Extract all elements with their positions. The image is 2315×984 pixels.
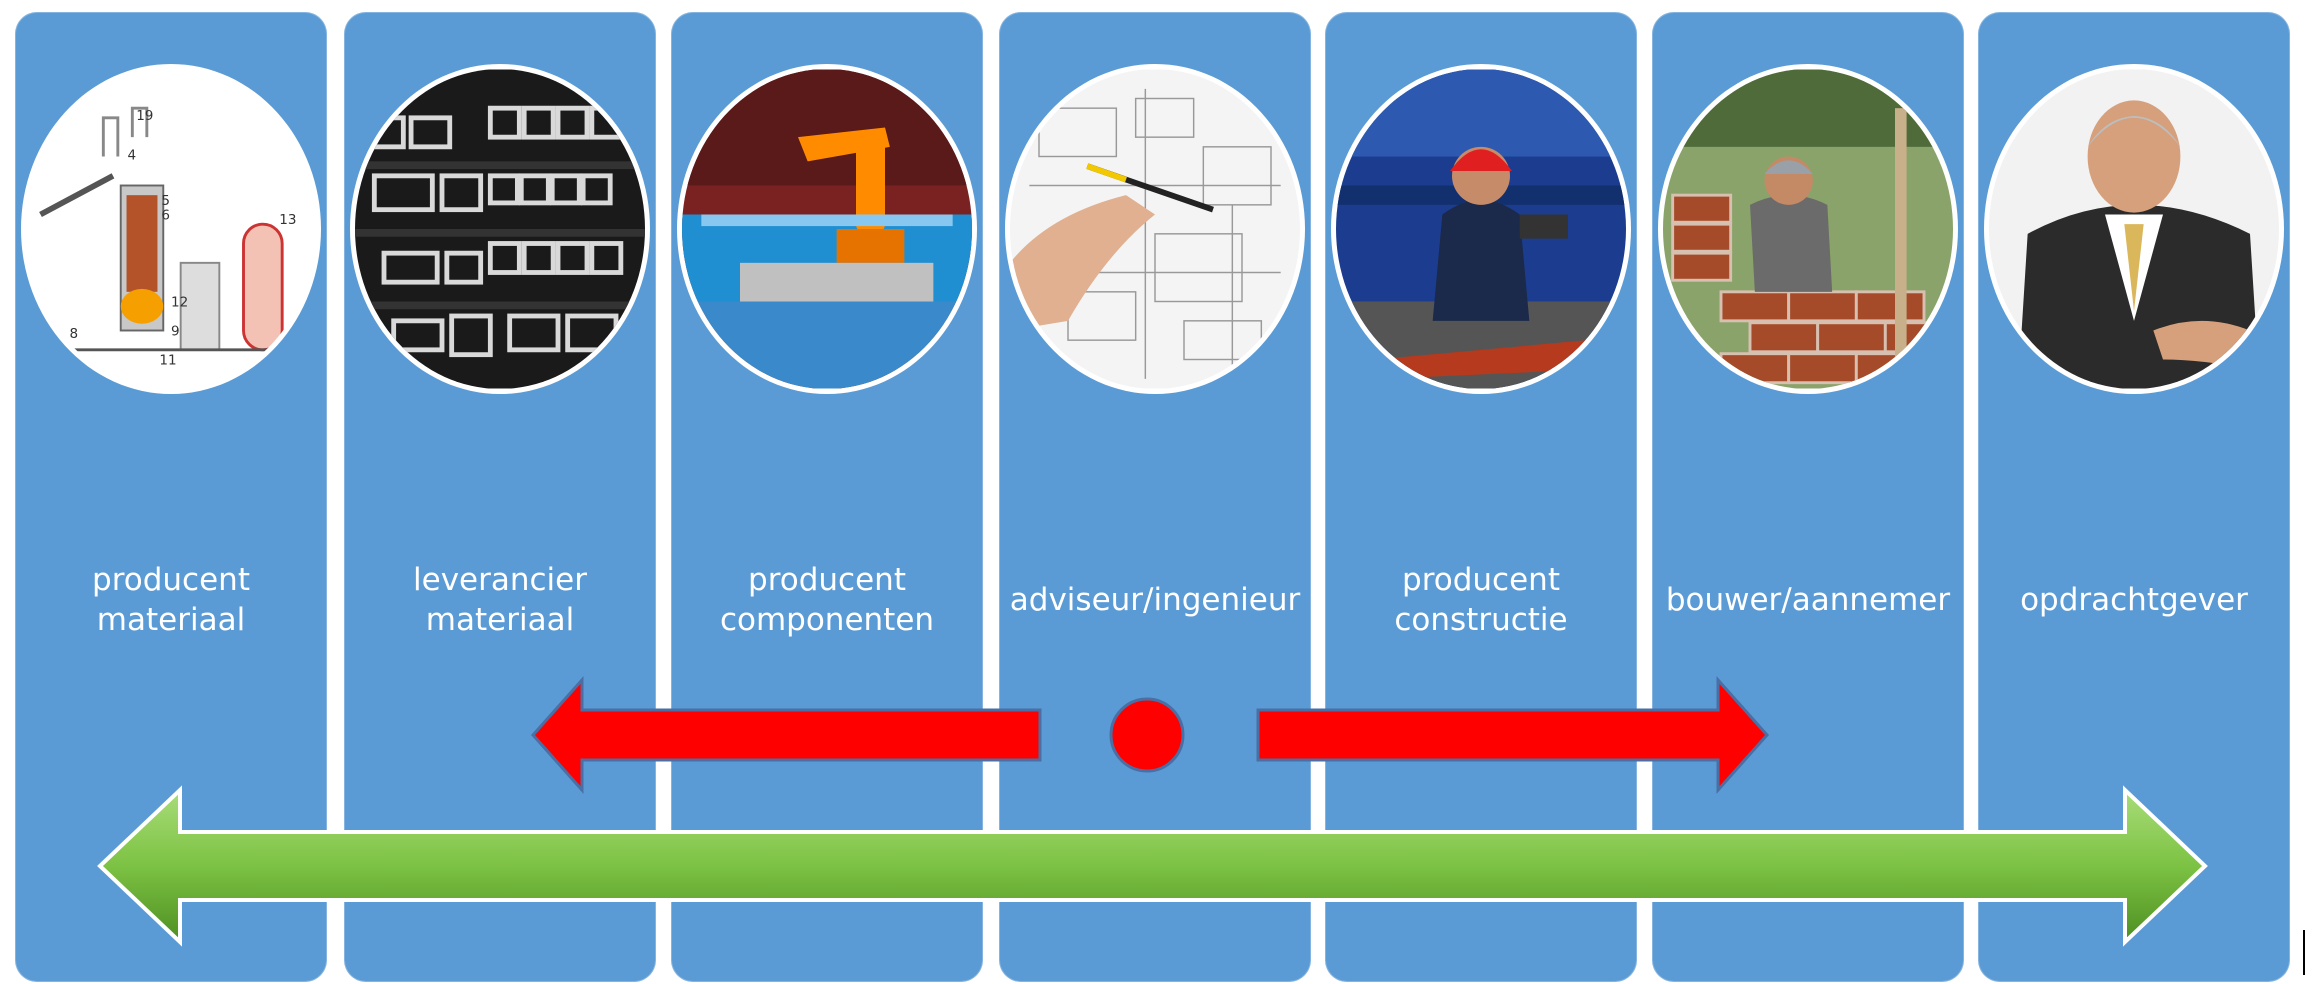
- stage-label-line: materiaal: [96, 602, 246, 638]
- stage-label-line: leverancier: [413, 562, 587, 598]
- green-double-arrow: [97, 785, 2208, 947]
- drawing-plans-photo: [1005, 64, 1305, 394]
- stage-column-producent-constructie: producent constructie: [1325, 12, 1637, 982]
- steel-worker-photo: [1331, 64, 1631, 394]
- stage-column-producent-componenten: producent componenten: [671, 12, 983, 982]
- stage-label: producent constructie: [1325, 560, 1637, 640]
- steel-tubes-photo: [350, 64, 650, 394]
- stage-column-adviseur-ingenieur: adviseur/ingenieur: [999, 12, 1311, 982]
- diagram-number-12: 12: [171, 294, 188, 310]
- stage-label-line: adviseur/ingenieur: [1009, 582, 1301, 618]
- stage-column-bouwer-aannemer: bouwer/aannemer: [1652, 12, 1964, 982]
- stage-label: producent materiaal: [15, 560, 327, 640]
- stage-column-leverancier-materiaal: leverancier materiaal: [344, 12, 656, 982]
- bricklayer-photo: [1658, 64, 1958, 394]
- stage-label-line: producent: [92, 562, 250, 598]
- diagram-number-8: 8: [70, 326, 79, 342]
- stage-label: producent componenten: [671, 560, 983, 640]
- stage-column-opdrachtgever: opdrachtgever: [1978, 12, 2290, 982]
- stage-label-line: materiaal: [425, 602, 575, 638]
- stage-label: bouwer/aannemer: [1652, 580, 1964, 620]
- blast-furnace-photo: 19 4 5 6 13 12 9 8 11: [21, 64, 321, 394]
- diagram-number-4: 4: [128, 147, 137, 163]
- stage-label-line: opdrachtgever: [2020, 582, 2248, 618]
- robot-photo: [677, 64, 977, 394]
- diagram-number-19: 19: [136, 108, 153, 124]
- diagram-number-11: 11: [159, 352, 176, 368]
- stage-label: leverancier materiaal: [344, 560, 656, 640]
- red-arrow-left: [530, 676, 1042, 794]
- red-arrow-right: [1256, 676, 1770, 794]
- diagram-number-13: 13: [279, 212, 296, 228]
- client-photo: [1984, 64, 2284, 394]
- stage-label-line: componenten: [719, 602, 935, 638]
- diagram-number-9: 9: [171, 323, 180, 339]
- stage-label-line: bouwer/aannemer: [1665, 582, 1951, 618]
- edge-line: [2303, 930, 2305, 975]
- stage-label: opdrachtgever: [1978, 580, 2290, 620]
- stage-label-line: constructie: [1394, 602, 1568, 638]
- stage-label-line: producent: [748, 562, 906, 598]
- stage-column-producent-materiaal: 19 4 5 6 13 12 9 8 11 producent materiaa…: [15, 12, 327, 982]
- stage-label: adviseur/ingenieur: [999, 580, 1311, 620]
- stage-label-line: producent: [1402, 562, 1560, 598]
- red-center-dot: [1109, 697, 1185, 773]
- diagram-number-5: 5: [161, 193, 170, 209]
- diagram-number-6: 6: [161, 207, 170, 223]
